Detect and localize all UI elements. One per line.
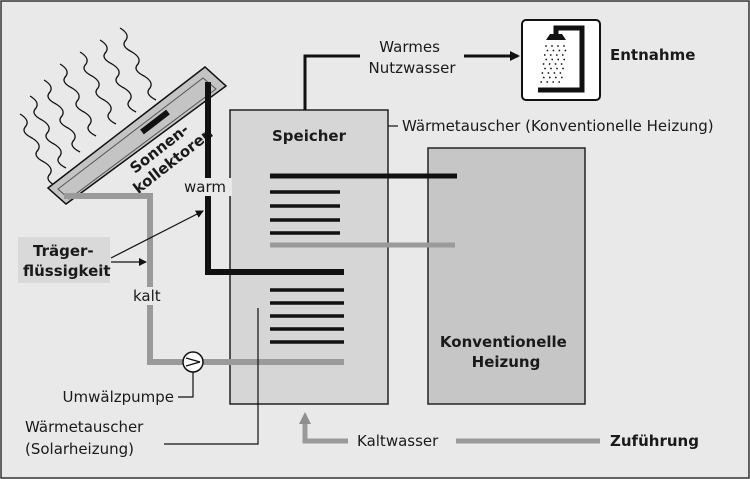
water-drop	[550, 67, 552, 70]
pump-label: Umwälzpumpe	[63, 388, 174, 406]
extraction-label: Entnahme	[610, 46, 695, 64]
storage-label: Speicher	[272, 127, 347, 145]
water-drop	[564, 49, 567, 52]
water-drop	[548, 63, 551, 65]
carrier-fluid-box	[18, 237, 110, 283]
water-drop	[559, 72, 562, 74]
sun-ray	[119, 27, 157, 101]
wavy-rays-icon	[19, 27, 157, 187]
sun-ray	[99, 39, 137, 113]
water-drop	[558, 49, 561, 52]
solar-exchanger-coils	[270, 288, 344, 344]
water-drop	[542, 76, 545, 79]
water-drop	[563, 45, 565, 47]
water-drop	[558, 81, 561, 83]
cold-water-supply-pipe	[299, 412, 600, 444]
water-drop	[548, 76, 551, 79]
conv-exchanger-coils	[270, 190, 340, 235]
conv-exchanger-label: Wärmetauscher (Konventionelle Heizung)	[402, 117, 714, 135]
cold-label: kalt	[133, 287, 161, 305]
water-drop	[546, 49, 549, 52]
water-drop	[546, 81, 549, 83]
water-drop	[553, 72, 556, 74]
water-drop	[549, 54, 552, 56]
water-drop	[552, 81, 555, 83]
water-drop	[542, 63, 545, 65]
solar-exchanger-label: Wärmetauscher (Solarheizung)	[25, 418, 148, 458]
pump-icon	[182, 351, 204, 373]
water-drop	[560, 63, 563, 65]
water-drop	[554, 76, 557, 79]
pump-leader-line	[178, 372, 194, 398]
cold-water-label: Kaltwasser	[357, 432, 439, 450]
supply-label: Zuführung	[610, 432, 699, 450]
water-drop	[560, 76, 563, 79]
conventional-heating-label: Konventionelle Heizung	[440, 333, 572, 371]
storage-tank	[229, 109, 389, 405]
sun-ray	[43, 79, 81, 153]
shower-icon	[521, 19, 601, 101]
water-drop	[541, 72, 544, 74]
water-drop	[547, 72, 550, 74]
water-drop	[557, 45, 559, 47]
water-drop	[545, 45, 547, 47]
water-drop	[562, 67, 564, 70]
water-drop	[551, 45, 553, 47]
warm-label: warm	[184, 178, 226, 196]
water-drop	[540, 81, 543, 83]
conventional-heating-unit	[427, 147, 586, 405]
solar-collector	[46, 66, 228, 205]
water-drop	[552, 49, 555, 52]
water-drop	[544, 67, 546, 70]
water-drop	[563, 58, 566, 61]
solar-exchanger-leader-line	[164, 308, 259, 445]
water-drop	[561, 54, 564, 56]
water-drop	[551, 58, 554, 61]
sun-ray	[29, 95, 67, 169]
sun-ray	[59, 63, 97, 137]
water-drop	[556, 67, 558, 70]
sun-ray	[19, 113, 57, 187]
water-drop	[543, 54, 546, 56]
solar-cold-pipe	[64, 193, 344, 365]
sun-ray	[79, 51, 117, 125]
warm-water-label: Warmes Nutzwasser	[369, 38, 457, 77]
water-drop	[557, 58, 560, 61]
water-drop	[554, 63, 557, 65]
carrier-arrow-warm	[110, 210, 204, 259]
solar-warm-pipe	[205, 82, 344, 275]
water-drop	[555, 54, 558, 56]
water-drop	[545, 58, 548, 61]
carrier-fluid-label: Träger- flüssigkeit	[23, 242, 111, 280]
